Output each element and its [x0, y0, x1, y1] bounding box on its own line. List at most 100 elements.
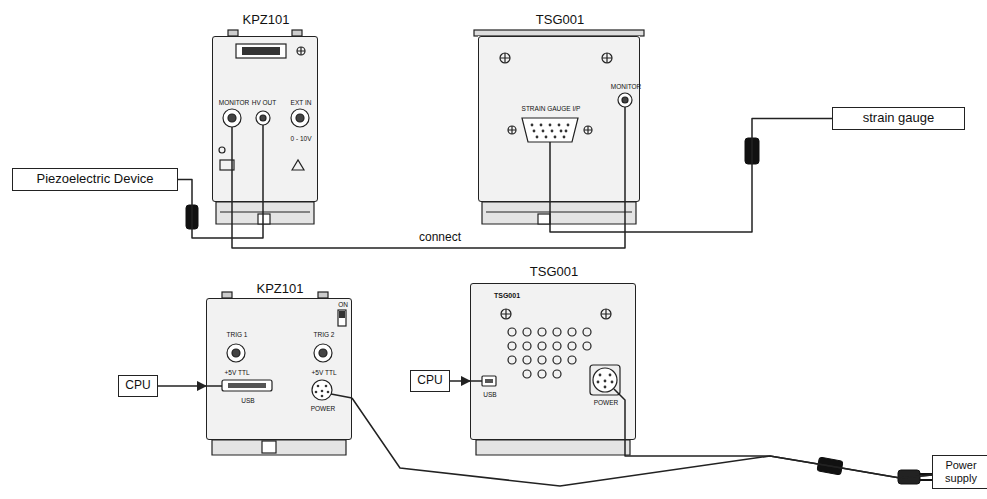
- tsg001-front-panel-art: [500, 53, 510, 63]
- arrow-connector: [158, 385, 206, 387]
- kpz101-front-panel-art: [297, 47, 305, 55]
- tsg001-front-panel-art: [622, 97, 628, 103]
- device-name: TSG001: [530, 265, 578, 280]
- kpz101-front-panel-art: [258, 214, 270, 224]
- connector-pins: [597, 374, 614, 389]
- connector-pins: [563, 136, 566, 139]
- tsg001-front-panel-art: [478, 36, 640, 202]
- connector-pins: [558, 124, 561, 127]
- edge-label: connect: [416, 231, 464, 245]
- kpz101-rear-panel-art: [206, 386, 352, 398]
- panel-label: EXT IN: [291, 99, 312, 106]
- kpz101-rear-panel-art: [212, 440, 346, 455]
- vent-holes: [508, 342, 516, 350]
- kpz101-rear-panel-art: [232, 349, 240, 357]
- cable-connector: [352, 398, 932, 486]
- panel-label: POWER: [594, 399, 619, 406]
- tsg001-front-panel-art: [486, 211, 632, 212]
- vent-holes: [583, 328, 591, 336]
- connector-pins: [327, 391, 330, 394]
- kpz101-front-panel-art: [260, 115, 266, 121]
- connector-pins: [536, 136, 539, 139]
- kpz101-rear-panel-art: [312, 380, 332, 400]
- connector-pins: [565, 130, 568, 133]
- kpz101-rear-panel-art: [338, 310, 346, 326]
- box-label: CPU: [417, 374, 443, 388]
- kpz101-rear-panel-art: [227, 344, 245, 362]
- box-label: strain gauge: [839, 111, 958, 126]
- kpz101-rear-panel-art: [314, 344, 332, 362]
- tsg001-rear-panel-art: [476, 440, 630, 455]
- cable-connector: [232, 202, 625, 248]
- cable-ferrites-and-plug: [186, 138, 932, 484]
- tsg001-front-panel-art: [522, 118, 578, 142]
- device-rear-panel: TSG001TSG001USBPOWER: [470, 283, 636, 440]
- vent-holes: [523, 342, 531, 350]
- kpz101-front-panel-art: [220, 211, 310, 212]
- panel-label: POWER: [311, 405, 336, 412]
- box-label: Power supply: [939, 459, 983, 484]
- vent-holes: [523, 356, 531, 364]
- panel-label: +5V TTL: [312, 369, 337, 376]
- device-name: TSG001: [536, 13, 584, 28]
- vent-holes: [568, 342, 576, 350]
- kpz101-front-panel-art: [212, 30, 318, 224]
- kpz101-front-panel-art: [236, 44, 286, 58]
- kpz101-front-panel-art: [212, 36, 318, 202]
- kpz101-front-panel-art: [223, 109, 241, 127]
- kpz101-front-panel-art: [232, 125, 263, 202]
- connector-pins: [560, 130, 563, 133]
- connector-pins: [604, 386, 607, 389]
- tsg001-rear-panel-art: [470, 283, 636, 440]
- tsg001-rear-panel-art: [470, 381, 625, 440]
- vent-holes: [538, 356, 546, 364]
- tsg001-front-panel-art: [500, 53, 510, 63]
- panel-label: +5V TTL: [225, 369, 250, 376]
- connector-pins: [611, 381, 614, 384]
- device-rear-panel: KPZ101TRIG 1TRIG 2ON+5V TTL+5V TTLUSBPOW…: [206, 298, 352, 440]
- tsg001-rear-panel-art: [501, 309, 511, 319]
- panel-label: HV OUT: [252, 99, 277, 106]
- vent-holes: [508, 356, 516, 364]
- device-front-panel: TSG001STRAIN GAUGE I/PMONITOR: [478, 36, 640, 202]
- panel-label: STRAIN GAUGE I/P: [522, 105, 581, 112]
- device-name: KPZ101: [257, 282, 304, 297]
- connector-pins: [545, 136, 548, 139]
- connector-pins: [540, 124, 543, 127]
- kpz101-front-panel-art: [256, 111, 270, 125]
- connector-pins: [315, 391, 318, 394]
- panel-label: USB: [483, 391, 496, 398]
- tsg001-front-panel-art: [508, 126, 516, 134]
- panel-label: TRIG 2: [314, 331, 335, 338]
- connector-pins: [533, 130, 536, 133]
- vent-holes: [538, 342, 546, 350]
- tsg001-rear-panel-art: [482, 376, 496, 386]
- kpz101-rear-panel-art: [339, 311, 345, 318]
- vent-holes: [553, 370, 561, 378]
- component-box: Piezoelectric Device: [12, 168, 178, 191]
- tsg001-front-panel-art: [538, 214, 550, 224]
- kpz101-front-panel-art: [297, 47, 305, 55]
- kpz101-rear-panel-art: [228, 383, 266, 388]
- panel-label: ON: [338, 301, 348, 308]
- vent-holes: [538, 328, 546, 336]
- kpz101-rear-panel-art: [206, 292, 352, 455]
- kpz101-rear-panel-art: [262, 441, 276, 453]
- tsg001-front-panel-art: [550, 107, 625, 202]
- connector-pins: [551, 130, 554, 133]
- cable-connector: [625, 440, 932, 478]
- tsg001-front-panel-art: [508, 126, 516, 134]
- connector-pins: [317, 385, 320, 388]
- tsg001-rear-panel-art: [601, 309, 611, 319]
- vent-holes: [553, 342, 561, 350]
- connector-pins: [597, 381, 600, 384]
- tsg001-rear-panel-art: [470, 283, 636, 455]
- kpz101-front-panel-art: [216, 202, 314, 224]
- device-front-panel: KPZ101MONITORHV OUTEXT IN0 - 10V: [212, 36, 318, 202]
- tsg001-rear-panel-art: [501, 309, 511, 319]
- device-name: KPZ101: [243, 13, 290, 28]
- kpz101-rear-panel-art: [319, 349, 327, 357]
- computer-box: CPU: [410, 370, 450, 392]
- connector-pins: [609, 374, 612, 377]
